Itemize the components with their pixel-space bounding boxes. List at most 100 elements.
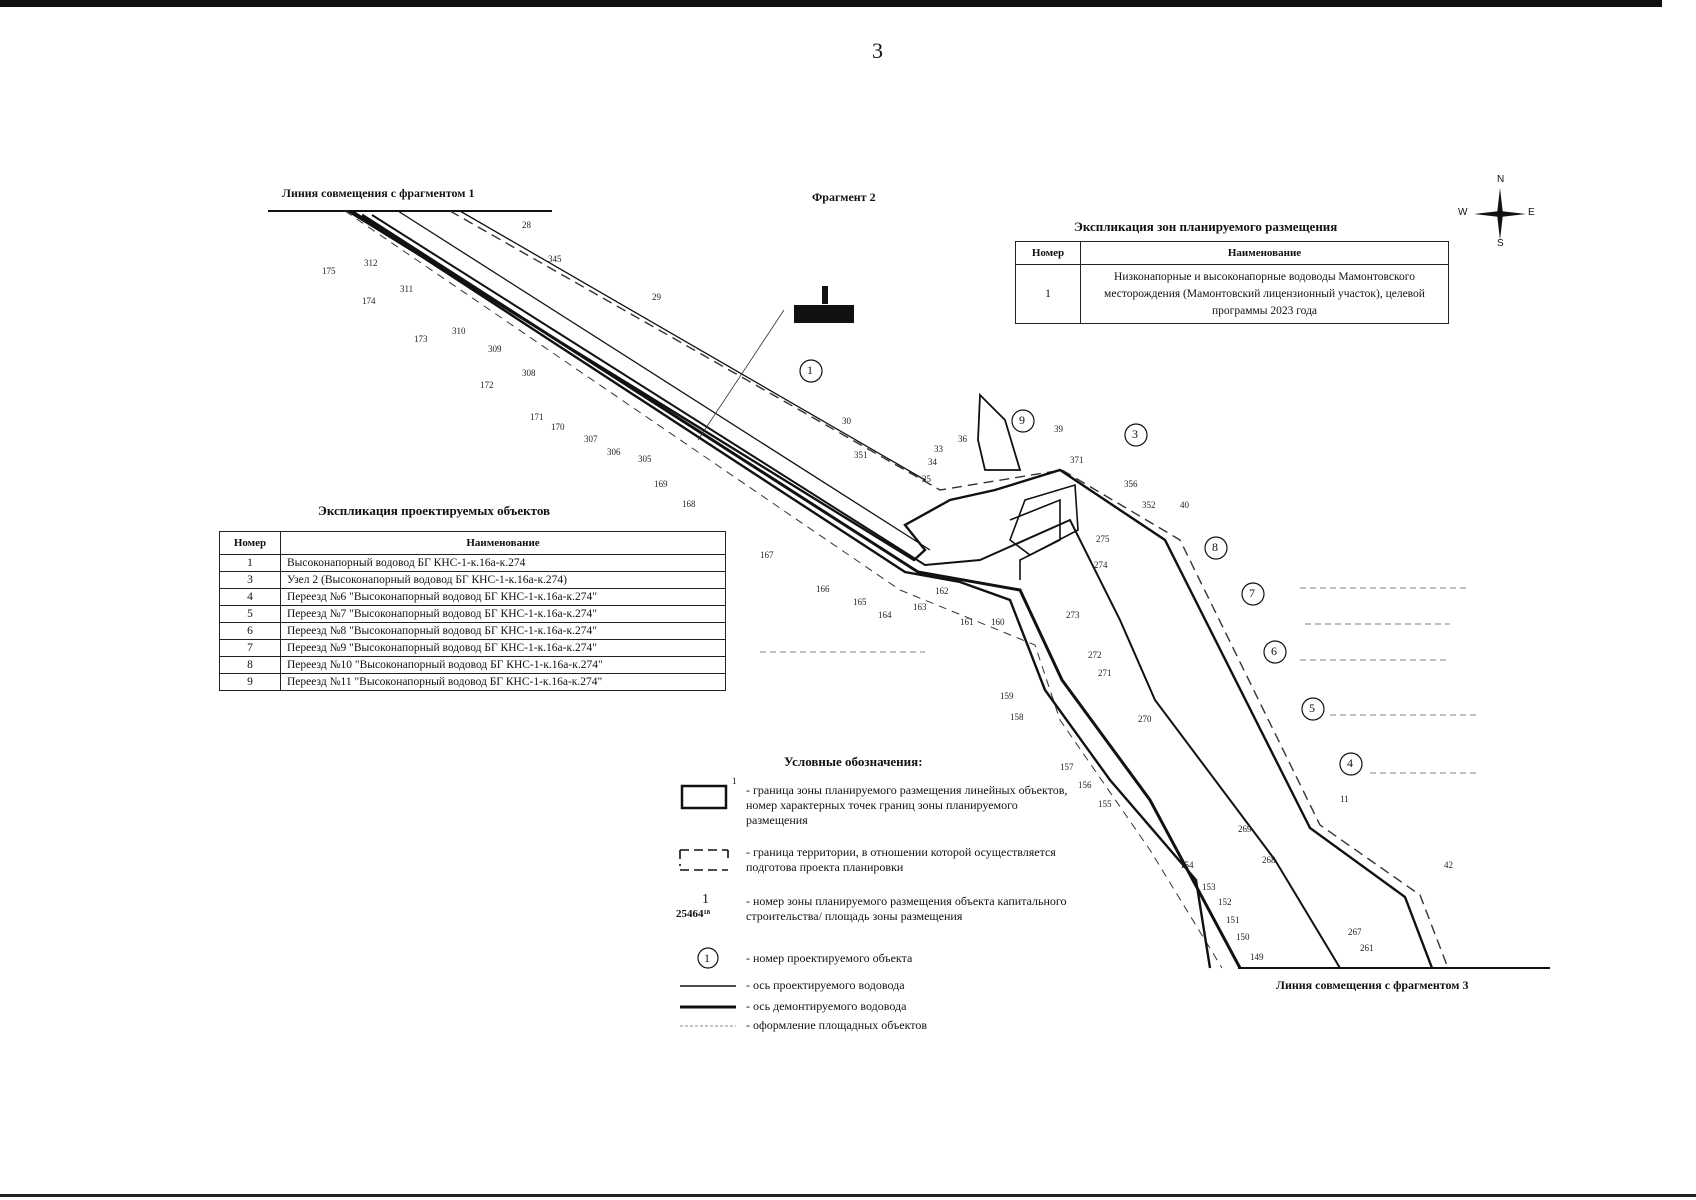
object-marker-group [799,359,1363,776]
svg-text:270: 270 [1138,714,1152,724]
zone-area-mark [794,305,854,323]
zone-row-name: Низконапорные и высоконапорные водоводы … [1080,264,1449,324]
object-row-name: Узел 2 (Высоконапорный водовод БГ КНС-1-… [280,571,726,589]
object-row-name: Переезд №11 "Высоконапорный водовод БГ К… [280,673,726,691]
svg-text:261: 261 [1360,943,1374,953]
svg-text:345: 345 [548,254,562,264]
object-row-num: 8 [219,656,281,674]
svg-text:273: 273 [1066,610,1080,620]
legend-title: Условные обозначения: [784,754,923,769]
object-row-name: Переезд №8 "Высоконапорный водовод БГ КН… [280,622,726,640]
svg-text:152: 152 [1218,897,1232,907]
svg-text:166: 166 [816,584,830,594]
objects-col-name: Наименование [280,531,726,555]
svg-text:158: 158 [1010,712,1024,722]
svg-text:160: 160 [991,617,1005,627]
object-marker-5: 5 [1309,701,1315,715]
legend-object-number-mark: 1 [704,951,710,965]
svg-text:35: 35 [922,474,932,484]
object-row-num: 7 [219,639,281,657]
svg-text:306: 306 [607,447,621,457]
junction-area [977,392,1022,471]
svg-text:157: 157 [1060,762,1074,772]
svg-text:156: 156 [1078,780,1092,790]
pipeline-parallel [397,210,931,551]
legend-zone-area-mark: 25464¹⁸ [676,908,711,920]
svg-text:269: 269 [1238,824,1252,834]
zones-col-name: Наименование [1080,241,1449,265]
node-area-inner [1009,498,1061,580]
object-marker-3: 3 [1132,427,1138,441]
legend-axis-demolished: - ось демонтируемого водовода [746,999,907,1013]
zone-row-num: 1 [1015,264,1081,324]
object-marker-4: 4 [1347,756,1353,770]
objects-table-title: Экспликация проектируемых объектов [318,503,551,518]
fragment-title: Фрагмент 2 [812,190,876,204]
compass-s: S [1497,238,1504,249]
legend-axis-designed: - ось проектируемого водовода [746,978,905,992]
pipeline-axis-demolished [361,213,1242,969]
object-row-name: Переезд №9 "Высоконапорный водовод БГ КН… [280,639,726,657]
zone-boundary-east [347,209,1434,969]
object-row-name: Переезд №6 "Высоконапорный водовод БГ КН… [280,588,726,606]
svg-text:309: 309 [488,344,502,354]
svg-text:169: 169 [654,479,668,489]
svg-text:351: 351 [854,450,868,460]
svg-text:268: 268 [1262,855,1276,865]
svg-text:165: 165 [853,597,867,607]
legend-area-objects: - оформление площадных объектов [746,1018,927,1032]
svg-text:149: 149 [1250,952,1264,962]
svg-text:312: 312 [364,258,378,268]
legend-symbols [679,784,736,1027]
objects-table-header: Номер Наименование [219,531,726,555]
pipeline-parallel-2 [459,210,926,481]
top-border [0,0,1662,7]
page-number: 3 [872,38,883,63]
object-row-num: 5 [219,605,281,623]
legend-territory-boundary: - граница территории, в отношении которо… [746,845,1056,874]
objects-col-num: Номер [219,531,281,555]
legend-zone-number: - номер зоны планируемого размещения объ… [746,894,1067,923]
pipeline-axis-designed [371,214,1341,969]
object-row-num: 6 [219,622,281,640]
object-marker-7: 7 [1249,586,1255,600]
svg-text:308: 308 [522,368,536,378]
svg-text:11: 11 [1340,794,1349,804]
svg-text:274: 274 [1094,560,1108,570]
svg-text:153: 153 [1202,882,1216,892]
svg-text:267: 267 [1348,927,1362,937]
object-row-num: 1 [219,554,281,572]
svg-text:171: 171 [530,412,544,422]
svg-text:33: 33 [934,444,944,454]
join-line-top-label: Линия совмещения с фрагментом 1 [282,186,475,200]
zone-number-mark [822,286,828,304]
compass-e: E [1528,207,1535,218]
object-row-name: Переезд №7 "Высоконапорный водовод БГ КН… [280,605,726,623]
compass-w: W [1458,207,1468,218]
svg-text:310: 310 [452,326,466,336]
object-marker-9: 9 [1019,413,1025,427]
object-row-num: 4 [219,588,281,606]
legend-zone-boundary: - граница зоны планируемого размещения л… [746,783,1068,827]
svg-text:305: 305 [638,454,652,464]
object-row-num: 9 [219,673,281,691]
svg-text:356: 356 [1124,479,1138,489]
bottom-border [0,1194,1696,1197]
svg-text:34: 34 [928,457,938,467]
compass-n: N [1497,174,1505,185]
object-row-name: Переезд №10 "Высоконапорный водовод БГ К… [280,656,726,674]
svg-text:159: 159 [1000,691,1014,701]
object-marker-8: 8 [1212,540,1218,554]
svg-text:272: 272 [1088,650,1102,660]
object-marker-6: 6 [1271,644,1277,658]
svg-text:352: 352 [1142,500,1156,510]
svg-text:28: 28 [522,220,532,230]
